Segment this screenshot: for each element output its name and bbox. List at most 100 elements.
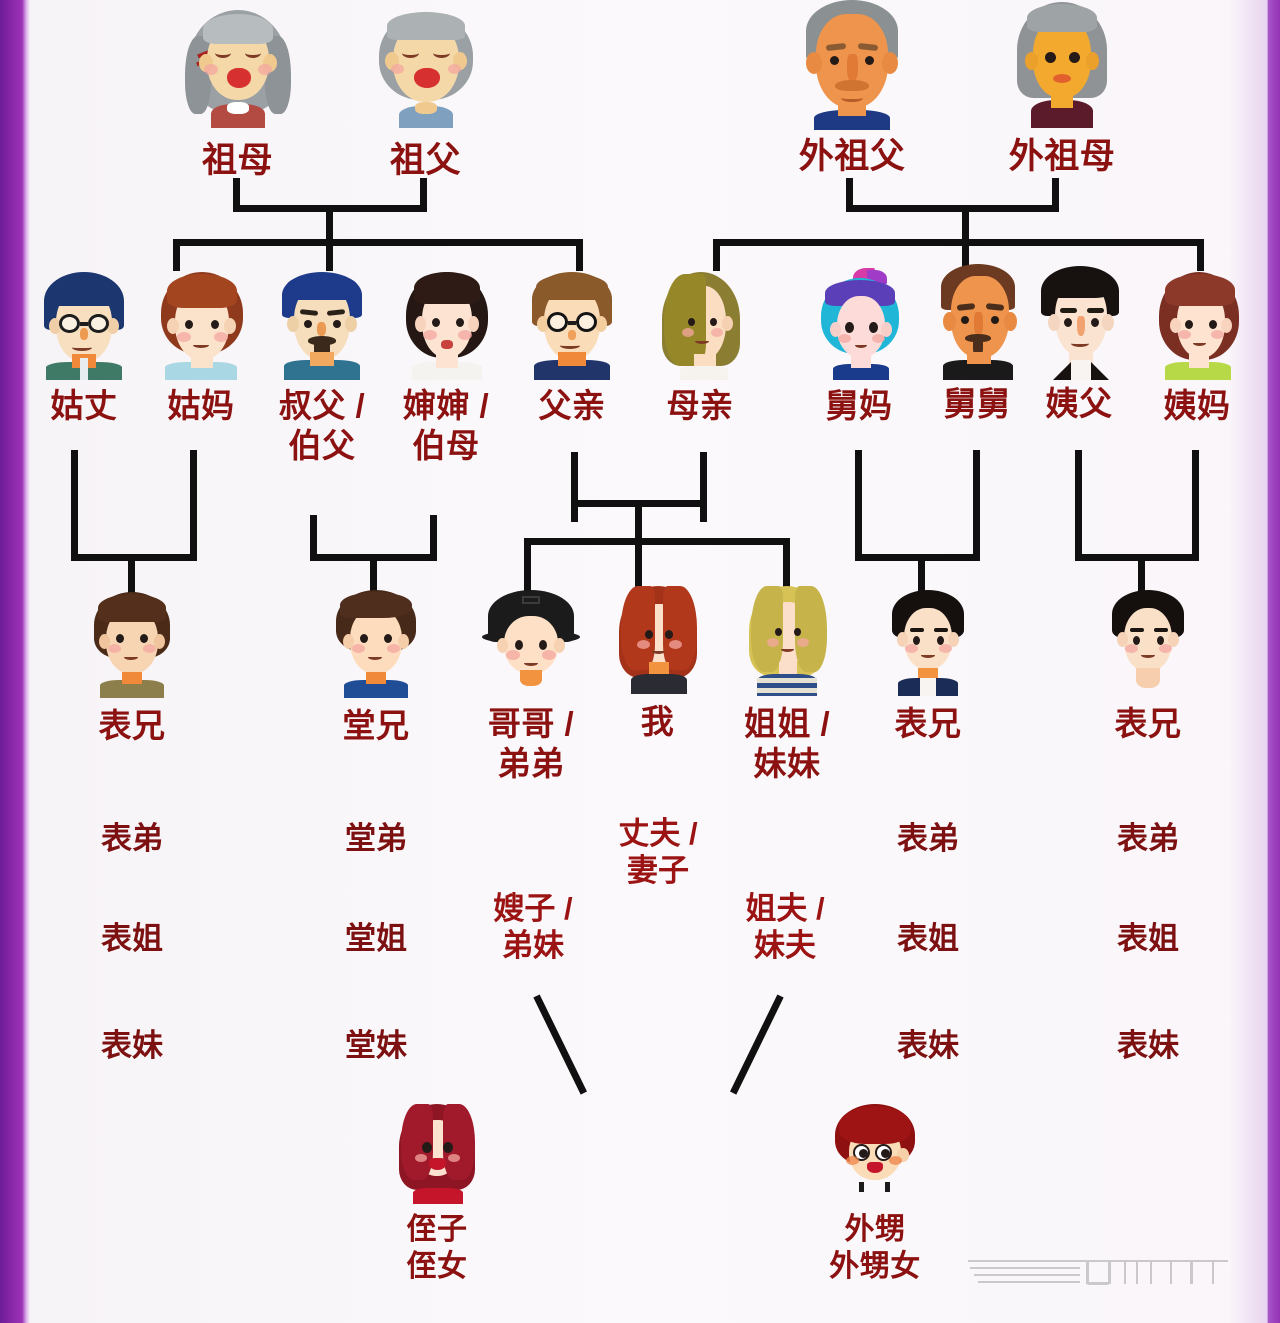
person-guma[interactable]: 姑妈 (145, 270, 257, 426)
connector-yi-bar (1075, 554, 1199, 561)
label-biaoxiong-jiu: 表兄 (894, 705, 962, 742)
person-muqin[interactable]: 母亲 (644, 270, 756, 426)
avatar-guma (153, 270, 249, 380)
avatar-biaoxiong-gu (86, 590, 178, 698)
person-shufu[interactable]: 叔父 / 伯父 (258, 270, 386, 467)
person-waizufu[interactable]: 外祖父 (772, 0, 932, 179)
label-tangdi: 堂弟 (345, 821, 407, 856)
label-zufu: 祖父 (389, 141, 461, 180)
avatar-waizufu (794, 0, 910, 130)
person-jiuma[interactable]: 舅妈 (800, 268, 918, 426)
label-tangjie: 堂姐 (345, 921, 407, 956)
label-gege: 哥哥 / 弟弟 (487, 705, 575, 783)
label-yima: 姨妈 (1163, 387, 1231, 424)
connector-paternal-child-bar (173, 239, 583, 246)
connector-siblings-bar (524, 538, 790, 545)
label-waisheng: 外甥 外甥女 (829, 1213, 921, 1283)
person-zhizi[interactable]: 侄子 侄女 (372, 1104, 502, 1285)
connector-shu-right (430, 515, 437, 561)
avatar-shufu (274, 270, 370, 380)
connector-maternal-couple-right (1052, 178, 1059, 210)
connector-jiu-left (855, 450, 862, 560)
label-jiujiu: 舅舅 (943, 385, 1011, 422)
avatar-muqin (652, 270, 748, 380)
avatar-tangxiong (330, 590, 422, 698)
label-biaodi-jiu: 表弟 (897, 821, 959, 856)
connector-maternal-child-bar (713, 239, 1204, 246)
person-biaoxiong-gu[interactable]: 表兄 (72, 590, 192, 746)
connector-paternal-to-shufu (326, 239, 333, 271)
person-yifu[interactable]: 姨父 (1020, 266, 1138, 424)
label-shufu: 叔父 / 伯父 (278, 387, 366, 465)
connector-diag-waisheng (730, 994, 784, 1095)
label-saozi: 嫂子 / 弟妹 (493, 891, 573, 964)
person-zumu[interactable]: 祖母 (170, 6, 305, 183)
connector-maternal-to-jiujiu (962, 239, 969, 271)
connector-yi-drop (1138, 554, 1145, 598)
label-wo: 我 (640, 703, 675, 740)
avatar-shenshen (398, 270, 494, 380)
person-biaoxiong-jiu[interactable]: 表兄 (868, 588, 988, 744)
label-biaojie-gu: 表姐 (101, 921, 163, 956)
person-gege[interactable]: 哥哥 / 弟弟 (466, 586, 596, 785)
label-zhizi: 侄子 侄女 (406, 1213, 468, 1283)
person-yima[interactable]: 姨妈 (1138, 270, 1256, 426)
person-tangxiong[interactable]: 堂兄 (316, 590, 436, 746)
connector-gu-drop (128, 554, 135, 598)
label-shenshen: 婶婶 / 伯母 (402, 387, 490, 465)
person-jiujiu[interactable]: 舅舅 (918, 264, 1036, 424)
connector-parents-drop (635, 500, 642, 562)
connector-maternal-to-muqin (713, 239, 720, 271)
avatar-biaoxiong-jiu (882, 588, 974, 696)
avatar-zumu (183, 6, 293, 128)
avatar-waizumu (1007, 0, 1117, 128)
connector-shu-left (310, 515, 317, 561)
label-zumu: 祖母 (201, 141, 273, 180)
avatar-jiujiu (929, 264, 1025, 380)
person-wo[interactable]: 我 (600, 586, 715, 742)
person-biaoxiong-yi[interactable]: 表兄 (1088, 588, 1208, 744)
connector-paternal-to-fuqin (576, 239, 583, 271)
connector-maternal-to-yima (1197, 239, 1204, 271)
person-guzhang[interactable]: 姑丈 (28, 270, 140, 426)
connector-diag-zhizi (533, 994, 587, 1095)
label-guma: 姑妈 (167, 387, 235, 424)
connector-yi-right (1192, 450, 1199, 560)
connector-jiu-drop (918, 554, 925, 598)
connector-to-jiejie (783, 538, 790, 596)
avatar-yima (1149, 270, 1245, 380)
connector-gu-right (190, 450, 197, 560)
connector-paternal-couple-left (233, 178, 240, 210)
connector-paternal-drop (326, 205, 333, 245)
connector-maternal-couple-bar (846, 205, 1059, 212)
avatar-guzhang (36, 270, 132, 380)
person-jiejie[interactable]: 姐姐 / 妹妹 (722, 586, 852, 785)
label-biaodi-yi: 表弟 (1117, 821, 1179, 856)
person-waisheng[interactable]: 外甥 外甥女 (800, 1104, 950, 1285)
person-fuqin[interactable]: 父亲 (516, 270, 628, 426)
label-biaoxiong-yi: 表兄 (1114, 705, 1182, 742)
person-shenshen[interactable]: 婶婶 / 伯母 (382, 270, 510, 467)
connector-parents-right (700, 452, 707, 522)
connector-maternal-drop (962, 205, 969, 245)
connector-maternal-couple-left (846, 178, 853, 210)
connector-yi-left (1075, 450, 1082, 560)
label-jiuma: 舅妈 (825, 387, 893, 424)
avatar-biaoxiong-yi (1102, 588, 1194, 696)
label-waizumu: 外祖母 (1008, 137, 1116, 176)
avatar-fuqin (524, 270, 620, 380)
watermark (968, 1256, 1230, 1306)
person-waizumu[interactable]: 外祖母 (982, 0, 1142, 179)
person-zufu[interactable]: 祖父 (358, 6, 493, 183)
label-biaojie-jiu: 表姐 (897, 921, 959, 956)
avatar-waisheng (829, 1104, 921, 1204)
connector-shu-drop (370, 554, 377, 598)
label-biaoxiong-gu: 表兄 (98, 707, 166, 744)
connector-paternal-to-guma (173, 239, 180, 271)
avatar-jiuma (811, 268, 907, 380)
label-biaojie-yi: 表姐 (1117, 921, 1179, 956)
label-biaomei-gu: 表妹 (101, 1028, 163, 1063)
connector-to-gege (524, 538, 531, 596)
